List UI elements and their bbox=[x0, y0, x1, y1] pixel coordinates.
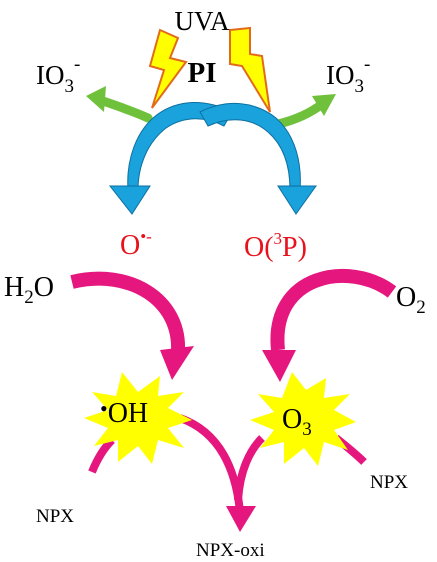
npx-left-label: NPX bbox=[36, 506, 74, 527]
green-arrow-left bbox=[86, 86, 153, 123]
io3-left-label: IO3- bbox=[36, 54, 80, 97]
oxygen-molecule-label: O2 bbox=[396, 282, 426, 318]
green-arrow-right bbox=[273, 94, 336, 129]
lightning-bolt-right-icon bbox=[229, 26, 271, 113]
magenta-arrow-o2 bbox=[262, 268, 397, 382]
oxygen-atom-label: O(3P) bbox=[244, 229, 307, 263]
star-right-icon bbox=[250, 372, 356, 466]
star-left-icon bbox=[84, 372, 192, 464]
npx-oxi-label: NPX-oxi bbox=[196, 540, 265, 561]
magenta-arrow-h2o bbox=[70, 271, 194, 380]
uva-label: UVA bbox=[174, 6, 230, 36]
blue-arrow-left bbox=[108, 102, 233, 215]
magenta-arrow-oh-npx bbox=[88, 437, 115, 474]
water-label: H2O bbox=[4, 272, 54, 308]
ozone-label: O3 bbox=[282, 404, 312, 440]
magenta-arrow-o3-product bbox=[234, 435, 265, 501]
lightning-bolt-left-icon bbox=[148, 28, 188, 109]
io3-right-label: IO3- bbox=[326, 54, 370, 97]
hydroxyl-radical-label: •OH bbox=[100, 396, 148, 429]
superoxide-label: O•- bbox=[120, 227, 152, 261]
blue-arrow-right bbox=[199, 102, 317, 215]
pi-label: PI bbox=[188, 57, 217, 89]
npx-right-label: NPX bbox=[370, 472, 408, 493]
